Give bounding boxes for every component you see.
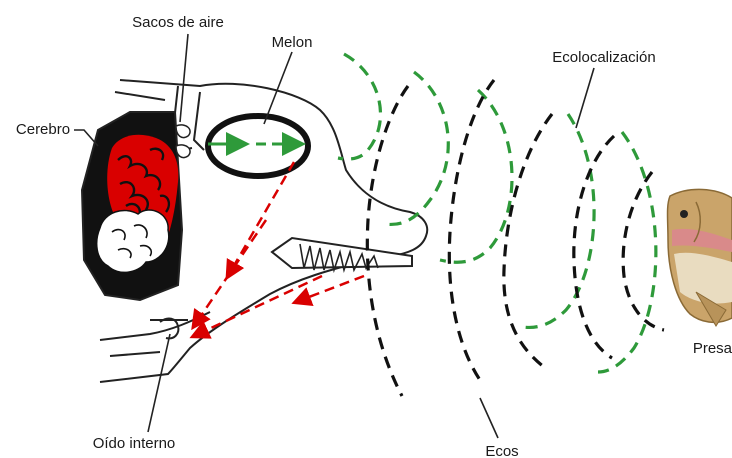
label-echolocation: Ecolocalización xyxy=(552,49,655,66)
jaw-line xyxy=(100,312,210,340)
label-prey: Presa xyxy=(693,340,732,357)
leader-inner-ear xyxy=(148,334,170,432)
label-inner-ear: Oído interno xyxy=(93,435,176,452)
skull-top-line xyxy=(115,92,165,100)
echo-wave-4 xyxy=(574,136,614,358)
air-sac-2 xyxy=(176,145,190,158)
return-arrow-4 xyxy=(296,276,364,302)
jaw-teeth xyxy=(272,238,412,270)
green-wave-4 xyxy=(518,114,594,327)
neck-line xyxy=(110,352,160,356)
leader-echolocation xyxy=(576,68,594,128)
leader-air-sacs xyxy=(180,34,188,122)
fish-eye xyxy=(680,210,688,218)
return-arrow-3 xyxy=(194,276,322,336)
melon-oval xyxy=(208,116,308,176)
brain-case xyxy=(82,112,182,300)
echo-sound-waves xyxy=(367,80,664,396)
air-sacs xyxy=(176,125,190,158)
prey-fish xyxy=(668,189,732,326)
green-wave-2 xyxy=(384,72,448,224)
echo-wave-5 xyxy=(623,172,664,330)
melon xyxy=(208,116,308,176)
label-melon: Melon xyxy=(272,34,313,51)
return-arrow-2 xyxy=(194,220,266,326)
label-brain: Cerebro xyxy=(16,121,70,138)
echo-wave-1 xyxy=(367,86,408,396)
green-wave-1 xyxy=(338,54,380,159)
leader-echoes xyxy=(480,398,498,438)
label-air-sacs: Sacos de aire xyxy=(132,14,224,31)
emitted-sound-waves xyxy=(338,54,656,372)
green-wave-5 xyxy=(598,132,656,372)
air-sac-1 xyxy=(176,125,190,138)
echo-wave-2 xyxy=(449,80,494,380)
label-echoes: Ecos xyxy=(485,443,518,458)
